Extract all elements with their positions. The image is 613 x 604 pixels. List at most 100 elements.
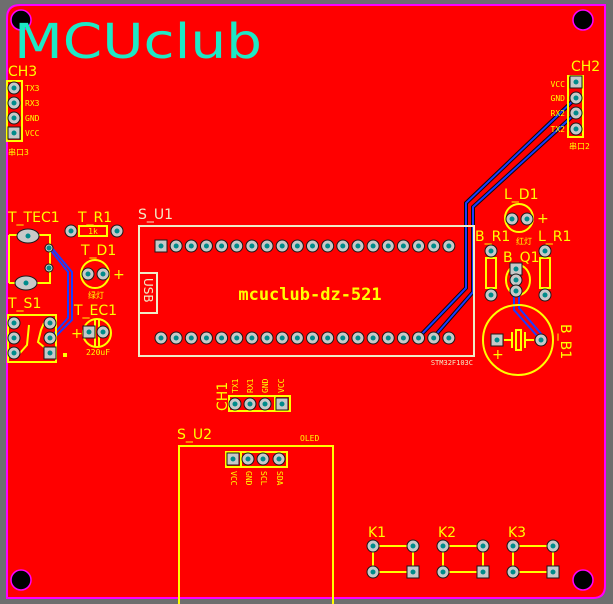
round-pad[interactable] — [442, 331, 456, 345]
component-t-r1[interactable]: T_R1 1k — [77, 210, 112, 237]
round-pad[interactable] — [290, 239, 304, 253]
round-pad[interactable] — [228, 397, 242, 411]
round-pad[interactable] — [442, 239, 456, 253]
round-pad[interactable] — [199, 239, 213, 253]
key-k3[interactable]: K3 — [508, 525, 554, 573]
round-pad[interactable] — [476, 539, 490, 553]
round-pad[interactable] — [7, 96, 21, 110]
round-pad[interactable] — [260, 331, 274, 345]
round-pad[interactable] — [321, 331, 335, 345]
round-pad[interactable] — [484, 244, 498, 258]
component-b-b1[interactable]: + B_B1 — [482, 304, 573, 376]
round-pad[interactable] — [436, 539, 450, 553]
round-pad[interactable] — [351, 331, 365, 345]
square-pad[interactable] — [406, 565, 420, 579]
round-pad[interactable] — [169, 239, 183, 253]
round-pad[interactable] — [7, 81, 21, 95]
round-pad[interactable] — [427, 239, 441, 253]
round-pad[interactable] — [366, 239, 380, 253]
round-pad[interactable] — [538, 244, 552, 258]
key-k1[interactable]: K1 — [368, 525, 414, 573]
round-pad[interactable] — [509, 273, 523, 287]
square-pad[interactable] — [490, 333, 504, 347]
square-pad[interactable] — [476, 565, 490, 579]
round-pad[interactable] — [366, 331, 380, 345]
round-pad[interactable] — [184, 239, 198, 253]
round-pad[interactable] — [169, 331, 183, 345]
square-pad[interactable] — [546, 565, 560, 579]
round-pad[interactable] — [43, 316, 57, 330]
round-pad[interactable] — [241, 452, 255, 466]
square-pad[interactable] — [154, 239, 168, 253]
round-pad[interactable] — [336, 331, 350, 345]
round-pad[interactable] — [81, 267, 95, 281]
component-b-r1[interactable]: B_R1 — [475, 229, 510, 289]
square-pad[interactable] — [7, 126, 21, 140]
round-pad[interactable] — [16, 228, 40, 244]
square-pad[interactable] — [82, 325, 96, 339]
component-t-s1[interactable]: T_S1 — [7, 296, 67, 363]
round-pad[interactable] — [275, 331, 289, 345]
square-pad[interactable] — [509, 262, 523, 276]
round-pad[interactable] — [44, 263, 54, 273]
round-pad[interactable] — [412, 331, 426, 345]
round-pad[interactable] — [272, 452, 286, 466]
round-pad[interactable] — [396, 331, 410, 345]
component-s-u1[interactable]: S_U1 USB mcuclub-dz-521 STM32F103C — [138, 207, 475, 367]
round-pad[interactable] — [245, 331, 259, 345]
square-pad[interactable] — [226, 452, 240, 466]
square-pad[interactable] — [43, 346, 57, 360]
round-pad[interactable] — [243, 397, 257, 411]
round-pad[interactable] — [184, 331, 198, 345]
square-pad[interactable] — [275, 397, 289, 411]
round-pad[interactable] — [275, 239, 289, 253]
key-k2[interactable]: K2 — [438, 525, 484, 573]
round-pad[interactable] — [43, 331, 57, 345]
round-pad[interactable] — [506, 539, 520, 553]
round-pad[interactable] — [230, 239, 244, 253]
round-pad[interactable] — [506, 565, 520, 579]
round-pad[interactable] — [366, 565, 380, 579]
round-pad[interactable] — [336, 239, 350, 253]
round-pad[interactable] — [215, 239, 229, 253]
round-pad[interactable] — [199, 331, 213, 345]
round-pad[interactable] — [569, 106, 583, 120]
round-pad[interactable] — [569, 122, 583, 136]
round-pad[interactable] — [64, 224, 78, 238]
round-pad[interactable] — [7, 316, 21, 330]
round-pad[interactable] — [7, 346, 21, 360]
round-pad[interactable] — [534, 333, 548, 347]
round-pad[interactable] — [14, 275, 38, 291]
round-pad[interactable] — [436, 565, 450, 579]
round-pad[interactable] — [154, 331, 168, 345]
round-pad[interactable] — [351, 239, 365, 253]
round-pad[interactable] — [381, 239, 395, 253]
connector-ch1[interactable]: CH1 TX1 RX1 GND VCC — [215, 378, 291, 412]
round-pad[interactable] — [306, 239, 319, 253]
round-pad[interactable] — [306, 331, 319, 345]
round-pad[interactable] — [256, 452, 270, 466]
round-pad[interactable] — [110, 224, 124, 238]
round-pad[interactable] — [96, 325, 110, 339]
round-pad[interactable] — [321, 239, 335, 253]
round-pad[interactable] — [412, 239, 426, 253]
round-pad[interactable] — [520, 212, 534, 226]
round-pad[interactable] — [96, 267, 110, 281]
round-pad[interactable] — [245, 239, 259, 253]
round-pad[interactable] — [44, 243, 54, 253]
round-pad[interactable] — [7, 111, 21, 125]
round-pad[interactable] — [427, 331, 441, 345]
component-l-r1[interactable]: L_R1 — [538, 229, 571, 289]
round-pad[interactable] — [381, 331, 395, 345]
round-pad[interactable] — [290, 331, 304, 345]
round-pad[interactable] — [569, 91, 583, 105]
round-pad[interactable] — [538, 288, 552, 302]
square-pad[interactable] — [569, 75, 583, 89]
component-s-u2[interactable]: S_U2 OLED VCC GND SCL SDA — [177, 427, 334, 604]
round-pad[interactable] — [366, 539, 380, 553]
round-pad[interactable] — [258, 397, 272, 411]
round-pad[interactable] — [509, 284, 523, 298]
round-pad[interactable] — [546, 539, 560, 553]
round-pad[interactable] — [505, 212, 519, 226]
